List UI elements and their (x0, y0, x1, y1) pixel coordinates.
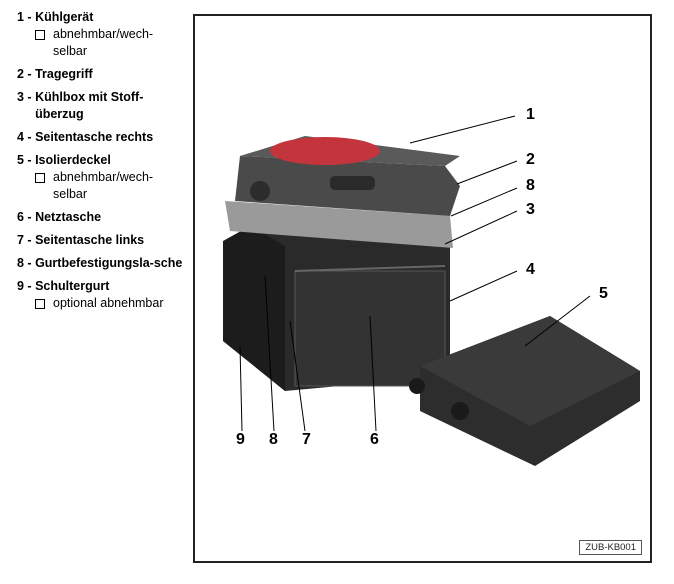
legend-number: 9 - (17, 279, 36, 293)
callout-4: 4 (526, 261, 535, 278)
legend-item-7: 7 - Seitentasche links (17, 232, 187, 249)
legend-number: 1 - (17, 10, 36, 24)
checkbox-bullet-icon (35, 299, 45, 309)
legend-item-5: 5 - Isolierdeckel abnehmbar/wech-selbar (17, 152, 187, 203)
callout-8-bottom: 8 (269, 431, 278, 448)
legend-number: 2 - (17, 67, 36, 81)
legend-label: Seitentasche links (35, 233, 145, 247)
legend-label: Isolierdeckel (35, 153, 111, 167)
callout-1: 1 (526, 106, 535, 123)
legend-label: Kühlbox mit Stoff-überzug (35, 90, 144, 121)
legend-number: 8 - (17, 256, 36, 270)
legend-item-8: 8 - Gurtbefestigungsla-sche (17, 255, 187, 272)
legend-label: Schultergurt (35, 279, 110, 293)
legend-sub-label: abnehmbar/wech-selbar (53, 27, 154, 58)
callout-9: 9 (236, 431, 245, 448)
legend-list: 1 - Kühlgerät abnehmbar/wech-selbar 2 - … (17, 9, 187, 318)
checkbox-bullet-icon (35, 173, 45, 183)
legend-item-4: 4 - Seitentasche rechts (17, 129, 187, 146)
legend-label: Gurtbefestigungsla-sche (35, 256, 183, 270)
callout-6: 6 (370, 431, 379, 448)
legend-number: 6 - (17, 210, 36, 224)
legend-sub-label: optional abnehmbar (53, 296, 164, 310)
callout-5: 5 (599, 285, 608, 302)
legend-number: 7 - (17, 233, 36, 247)
legend-number: 5 - (17, 153, 36, 167)
legend-item-6: 6 - Netztasche (17, 209, 187, 226)
cooler-illustration (223, 115, 640, 466)
checkbox-bullet-icon (35, 30, 45, 40)
figure-code: ZUB-KB001 (579, 540, 642, 555)
legend-item-1: 1 - Kühlgerät abnehmbar/wech-selbar (17, 9, 187, 60)
callout-2: 2 (526, 151, 535, 168)
legend-number: 3 - (17, 90, 36, 104)
legend-item-3: 3 - Kühlbox mit Stoff-überzug (17, 89, 187, 123)
legend-label: Seitentasche rechts (35, 130, 154, 144)
callout-3: 3 (526, 201, 535, 218)
legend-number: 4 - (17, 130, 36, 144)
callout-7: 7 (302, 431, 311, 448)
legend-label: Kühlgerät (35, 10, 94, 24)
legend-item-9: 9 - Schultergurt optional abnehmbar (17, 278, 187, 312)
legend-label: Netztasche (35, 210, 102, 224)
cooler-figure: 1 2 8 3 4 5 9 8 7 6 ZUB-KB001 (193, 14, 652, 563)
callout-8: 8 (526, 177, 535, 194)
legend-item-2: 2 - Tragegriff (17, 66, 187, 83)
legend-sub-label: abnehmbar/wech-selbar (53, 170, 154, 201)
legend-label: Tragegriff (35, 67, 93, 81)
